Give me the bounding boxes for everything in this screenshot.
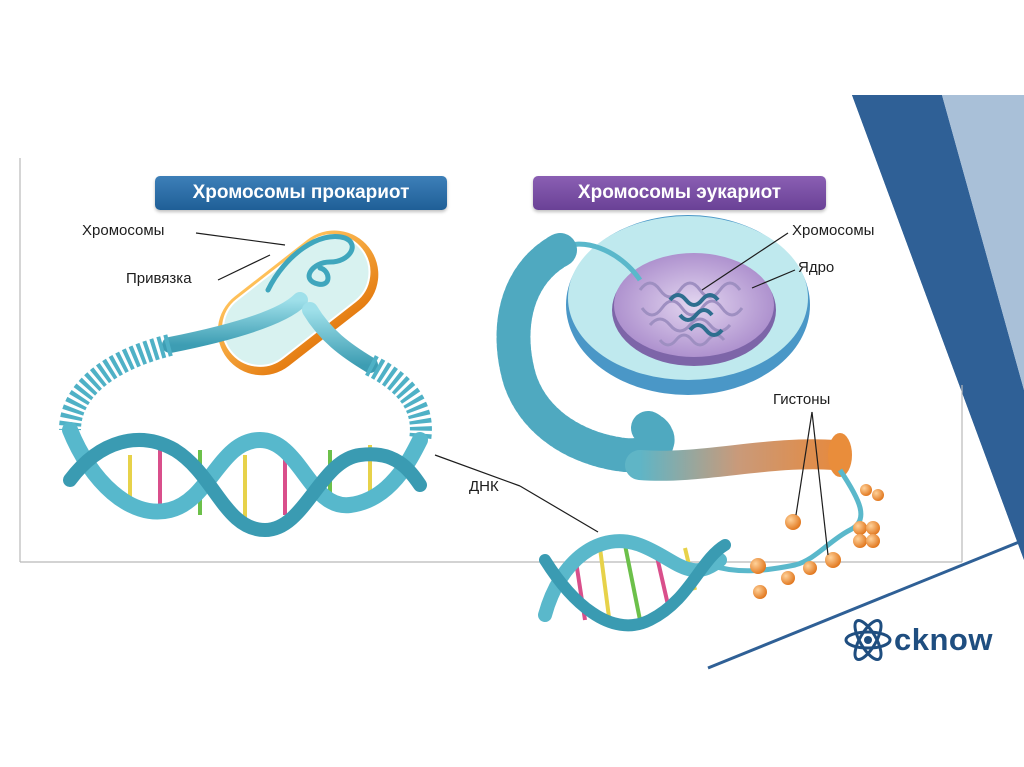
coil-left [59,334,173,431]
helix-strand-a [62,422,428,520]
fiber-end [828,433,852,477]
prokaryote-dna-helix [62,422,428,538]
leader-histone-2 [811,411,829,556]
label-attachment: Привязка [126,270,192,287]
histone [872,489,884,501]
eukaryote-dna-helix [538,534,731,632]
leader-lines [195,232,829,556]
label-dna: ДНК [469,478,499,495]
base-pair [598,547,612,626]
histone [825,552,841,568]
eukaryote-header: Хромосомы эукариот [533,176,826,210]
histone [750,558,766,574]
helix-strand-b [63,433,427,538]
histone [860,484,872,496]
leader-dna-1 [434,454,521,487]
label-prokaryote-chromosomes: Хромосомы [82,222,165,239]
eukaryote-illustration [496,215,884,632]
histone [753,585,767,599]
cknow-logo[interactable]: cknow [894,622,993,657]
leader-histone-1 [795,411,813,516]
histone [853,534,867,548]
dark-band-fill [852,95,1024,560]
nucleosome-string [709,468,864,574]
strand-left [162,292,308,353]
base-pair [623,544,642,621]
strand-right [302,302,378,373]
light-band [942,95,1024,390]
solenoid-fiber [625,439,850,481]
label-nucleus: Ядро [798,259,835,276]
atom-orbit [853,619,883,661]
histone-cluster [853,484,884,548]
histone [866,534,880,548]
leader-dna-2 [519,485,599,533]
prokaryote-header: Хромосомы прокариот [155,176,447,210]
atom-orbit [853,619,883,661]
leader-pro-chromosomes [195,232,286,246]
histone [803,561,817,575]
histone [866,521,880,535]
label-eukaryote-chromosomes: Хромосомы [792,222,875,239]
atom-orbit [844,630,892,650]
leader-euk-nucleus [751,269,796,289]
histone [781,571,795,585]
prokaryote-illustration [59,230,432,538]
histone [785,514,801,530]
coil-right [364,355,432,442]
atom-nucleus [864,636,872,644]
prokaryote-chromosome [265,234,355,293]
bottom-stroke [707,538,1024,670]
eukaryote-chromosome [668,293,724,337]
helix-strand-b [539,539,731,632]
leader-euk-chromosomes [701,232,789,291]
decor-bands [707,95,1024,670]
chromatin [638,281,744,347]
label-histones: Гистоны [773,391,831,408]
leader-pro-attachment [217,254,271,281]
histone [853,521,867,535]
atom-icon [844,619,892,661]
